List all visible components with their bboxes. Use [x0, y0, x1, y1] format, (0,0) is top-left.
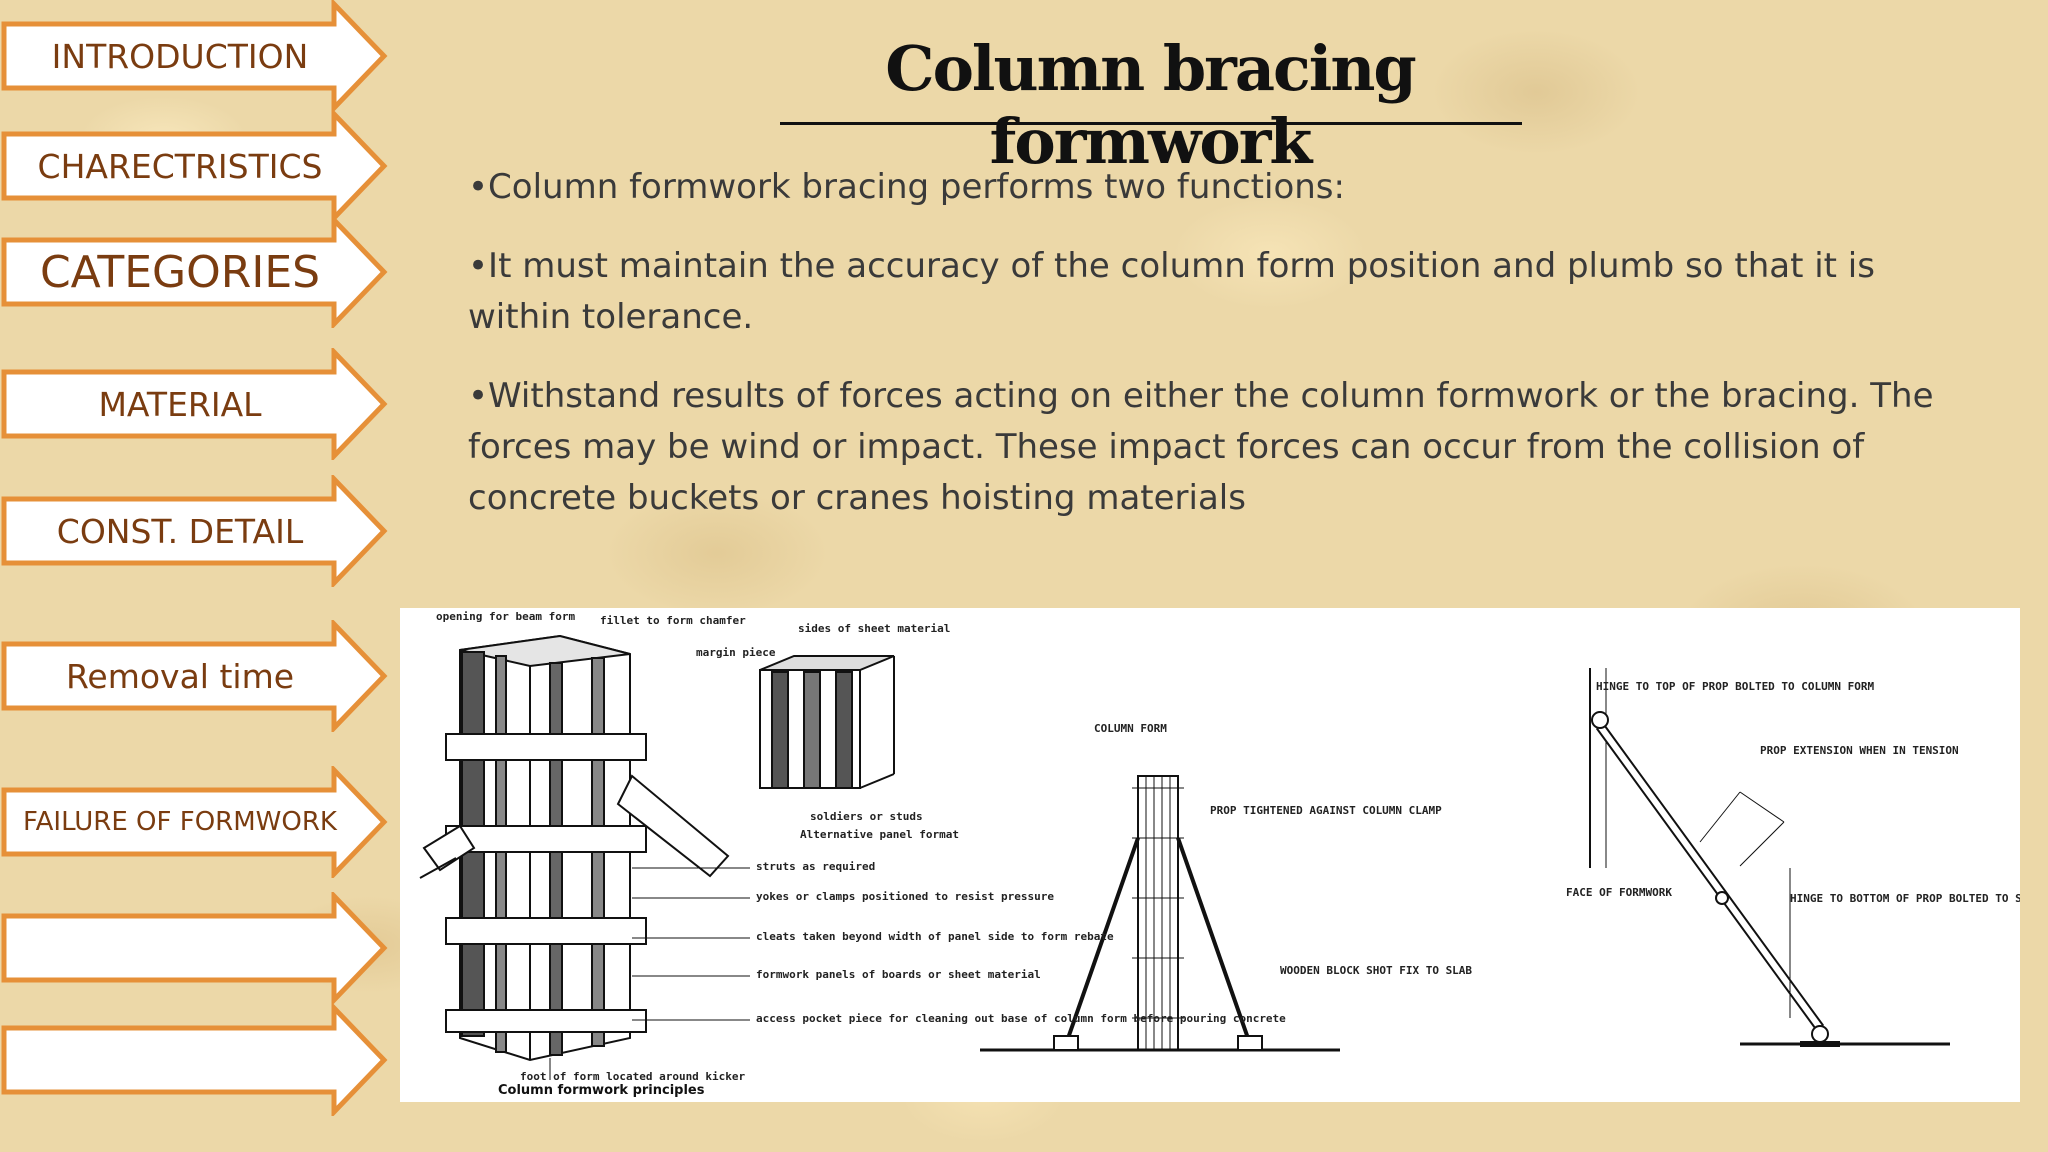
- propped-column-drawing: [980, 775, 1340, 1052]
- arrow-shape-icon: [1, 110, 388, 222]
- arrow-shape-icon: [1, 892, 388, 1004]
- arrow-shape-icon: [1, 475, 388, 587]
- title-underline: [780, 122, 1522, 125]
- nav-label: CHARECTRISTICS: [37, 146, 323, 186]
- nav-label: [4, 1004, 356, 1116]
- hinged-prop-drawing: [1589, 668, 1950, 1047]
- nav-categories[interactable]: CATEGORIES: [0, 216, 392, 328]
- fig-note: PROP EXTENSION WHEN IN TENSION: [1760, 744, 1959, 757]
- figure-caption: Column formwork principles: [498, 1083, 705, 1098]
- fig-note: HINGE TO TOP OF PROP BOLTED TO COLUMN FO…: [1596, 680, 1875, 693]
- fig-note: COLUMN FORM: [1094, 722, 1167, 735]
- nav-removal-time[interactable]: Removal time: [0, 620, 392, 732]
- bullet-item: •Withstand results of forces acting on e…: [468, 376, 1934, 518]
- bullet-item: •Column formwork bracing performs two fu…: [468, 167, 1345, 207]
- slide-title: Column bracing formwork: [885, 32, 1417, 178]
- fig-note: foot of form located around kicker: [520, 1070, 746, 1083]
- fig-note: Alternative panel format: [800, 828, 959, 841]
- fig-note: access pocket piece for cleaning out bas…: [756, 1012, 1286, 1025]
- nav-material[interactable]: MATERIAL: [0, 348, 392, 460]
- fig-note: sides of sheet material: [798, 622, 950, 635]
- nav-label: INTRODUCTION: [51, 36, 309, 76]
- fig-note: margin piece: [696, 646, 776, 659]
- nav-blank-2[interactable]: [0, 1004, 392, 1116]
- nav-label: CONST. DETAIL: [56, 511, 304, 551]
- arrow-shape-icon: [1, 216, 388, 328]
- column-formwork-drawing: [419, 634, 895, 1080]
- arrow-shape-icon: [1, 1004, 388, 1116]
- bullet-item: •It must maintain the accuracy of the co…: [468, 246, 1875, 337]
- arrow-shape-icon: [1, 620, 388, 732]
- fig-note: FACE OF FORMWORK: [1566, 886, 1672, 899]
- fig-note: formwork panels of boards or sheet mater…: [756, 968, 1041, 981]
- fig-note: opening for beam form: [436, 610, 575, 623]
- fig-note: WOODEN BLOCK SHOT FIX TO SLAB: [1280, 964, 1472, 977]
- fig-note: PROP TIGHTENED AGAINST COLUMN CLAMP: [1210, 804, 1442, 817]
- arrow-shape-icon: [1, 0, 388, 112]
- nav-charectristics[interactable]: CHARECTRISTICS: [0, 110, 392, 222]
- nav-const-detail[interactable]: CONST. DETAIL: [0, 475, 392, 587]
- arrow-shape-icon: [1, 766, 388, 878]
- fig-note: cleats taken beyond width of panel side …: [756, 930, 1114, 943]
- nav-failure-of-formwork[interactable]: FAILURE OF FORMWORK: [0, 766, 392, 878]
- slide-navigation: INTRODUCTION CHARECTRISTICS CATEGORIES M…: [0, 0, 400, 1152]
- fig-note: soldiers or studs: [810, 810, 923, 823]
- formwork-diagram-figure: opening for beam form fillet to form cha…: [400, 608, 2042, 1102]
- fig-note: fillet to form chamfer: [600, 614, 746, 627]
- nav-blank-1[interactable]: [0, 892, 392, 1004]
- fig-note: HINGE TO BOTTOM OF PROP BOLTED TO SLAB: [1790, 892, 2020, 905]
- arrow-shape-icon: [1, 348, 388, 460]
- nav-label: CATEGORIES: [39, 246, 321, 298]
- nav-label: MATERIAL: [98, 384, 262, 424]
- fig-note: struts as required: [756, 860, 875, 873]
- nav-label: FAILURE OF FORMWORK: [23, 807, 337, 837]
- slide-body: •Column formwork bracing performs two fu…: [468, 162, 1968, 552]
- nav-introduction[interactable]: INTRODUCTION: [0, 0, 392, 112]
- nav-label: Removal time: [65, 656, 295, 696]
- nav-label: [4, 892, 356, 1004]
- fig-note: yokes or clamps positioned to resist pre…: [756, 890, 1054, 903]
- formwork-diagram: opening for beam form fillet to form cha…: [419, 610, 2042, 1098]
